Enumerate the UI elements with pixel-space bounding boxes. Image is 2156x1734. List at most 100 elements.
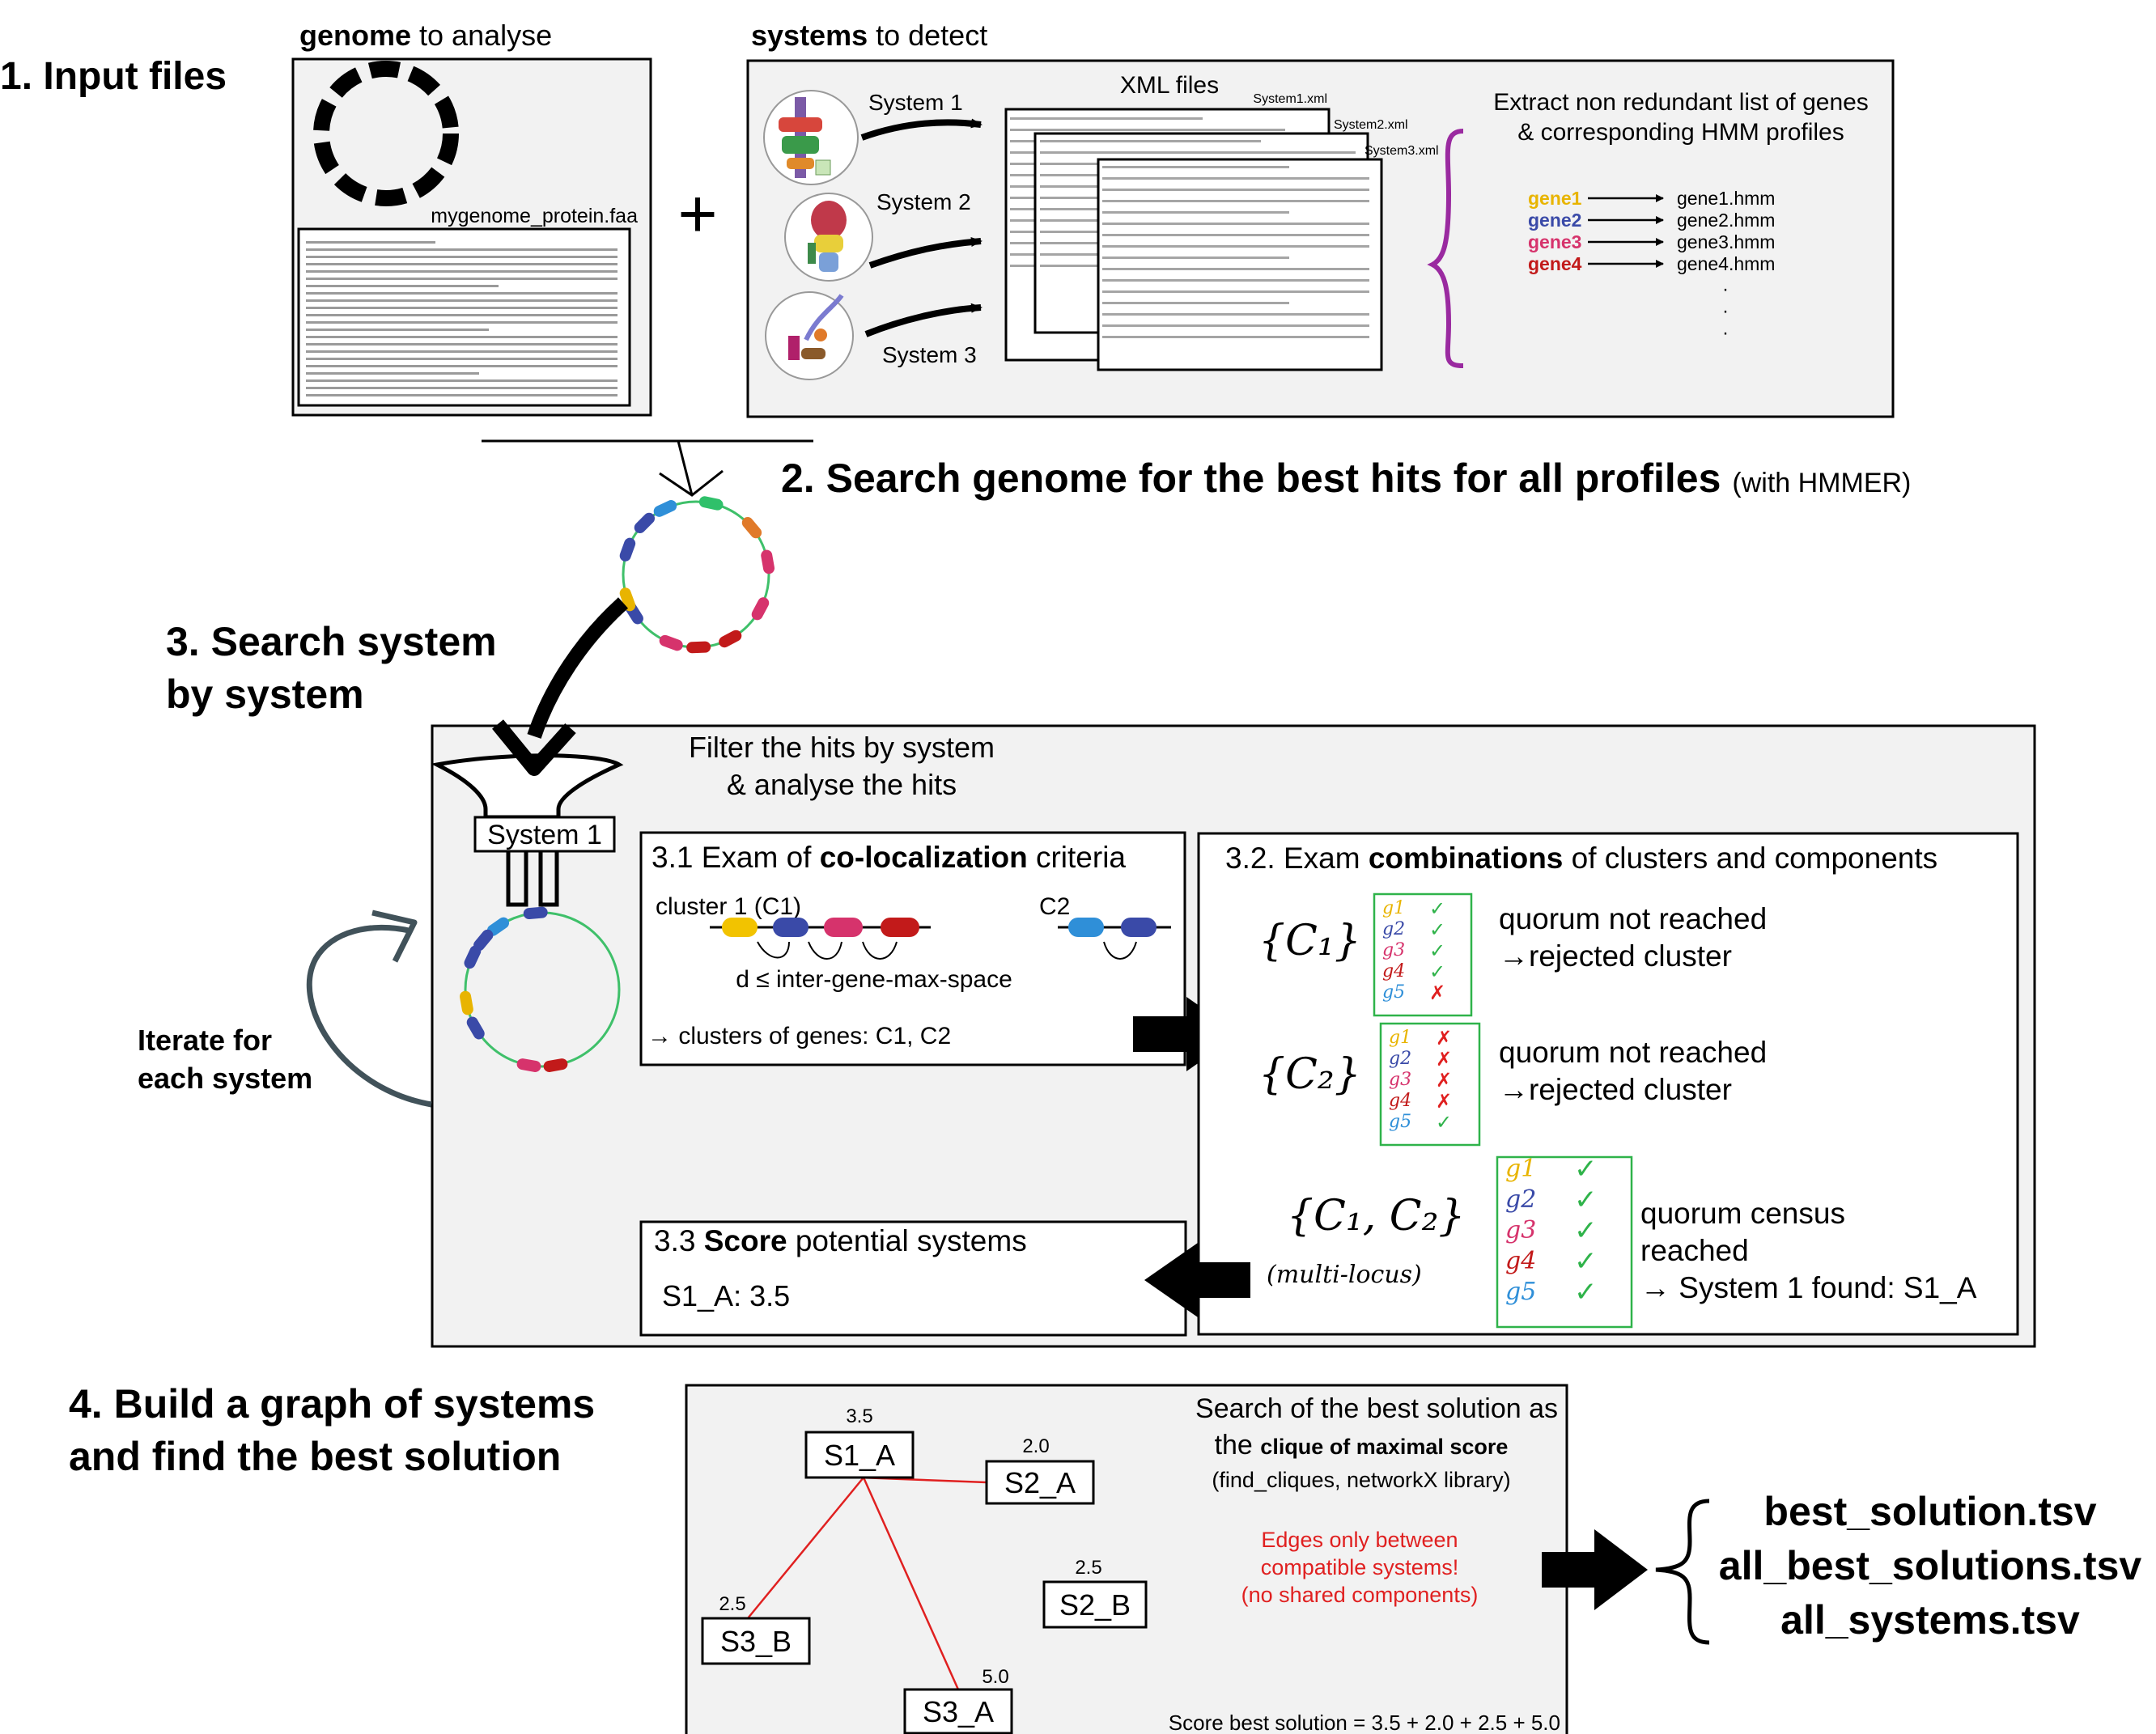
xml-file-system1: System1.xml xyxy=(1253,92,1327,106)
combo-gene-label: g3 xyxy=(1389,1070,1411,1090)
graph-node-label: S3_A xyxy=(923,1695,994,1728)
graph-node-label: S3_B xyxy=(720,1625,792,1658)
combo-check-box-1 xyxy=(1373,892,1473,1017)
combo-result-3: → System 1 found: S1_A xyxy=(1640,1271,1977,1304)
edges-note-line3: (no shared components) xyxy=(1241,1583,1479,1607)
system1-illustration-icon xyxy=(763,90,859,185)
extract-line2: & corresponding HMM profiles xyxy=(1517,119,1844,146)
filtered-genome-icon xyxy=(460,906,621,1072)
continuation-dot: · xyxy=(1722,300,1729,322)
xml-file-system2: System2.xml xyxy=(1334,118,1408,132)
combo-result-3: reached xyxy=(1640,1234,1749,1267)
graph-node-S1_A[interactable] xyxy=(804,1431,915,1479)
gene-hit-marker xyxy=(634,512,656,534)
graph-edge-S1_A-S3_B xyxy=(747,1477,864,1619)
genome-file-name: mygenome_protein.faa xyxy=(431,205,638,227)
gene-hit-marker xyxy=(751,597,770,621)
combo-result-2: →rejected cluster xyxy=(1499,1073,1732,1106)
combo-gene-label: g4 xyxy=(1505,1247,1536,1275)
gene-hit-marker xyxy=(741,517,762,539)
graph-node-S3_B[interactable] xyxy=(701,1617,811,1665)
combo-set-2: {C₂} xyxy=(1258,1050,1361,1099)
colocalization-title: 3.1 Exam of co-localization criteria xyxy=(651,841,1126,874)
systems-graph: S1_A3.5S2_A2.0S2_B2.5S3_B2.5S3_A5.0 xyxy=(701,1405,1148,1734)
cluster2-label: C2 xyxy=(1039,893,1070,920)
fasta-preview xyxy=(297,227,631,407)
hmm-file-1: gene1.hmm xyxy=(1677,188,1775,209)
check-icon: ✓ xyxy=(1574,1184,1598,1216)
gene-hit-marker xyxy=(686,641,711,654)
multi-locus-note: (multi-locus) xyxy=(1267,1261,1422,1289)
combo-gene-label: g3 xyxy=(1505,1216,1536,1244)
score-box xyxy=(639,1220,1187,1337)
step3-title-line2: by system xyxy=(166,672,364,717)
output-brace xyxy=(1655,1499,1710,1645)
graph-node-label: S2_B xyxy=(1059,1588,1131,1622)
graph-node-score: 3.5 xyxy=(846,1405,872,1427)
search-line2: the clique of maximal score xyxy=(1215,1430,1509,1461)
step4-title-line2: and find the best solution xyxy=(69,1434,561,1479)
output-file-2: all_best_solutions.tsv xyxy=(1719,1543,2142,1588)
continuation-dot: · xyxy=(1722,278,1729,300)
gene-hit-marker xyxy=(761,549,775,574)
iterate-line2: each system xyxy=(138,1062,312,1095)
graph-node-S3_A[interactable] xyxy=(903,1688,1013,1734)
clusters-result: → clusters of genes: C1, C2 xyxy=(647,1023,951,1049)
gene-hit-marker xyxy=(698,496,724,511)
check-icon: ✓ xyxy=(1436,1111,1452,1134)
combo-gene-label: g1 xyxy=(1382,898,1405,918)
graph-node-S2_B[interactable] xyxy=(1042,1580,1148,1629)
cross-icon: ✗ xyxy=(1436,1069,1452,1092)
filter-line2: & analyse the hits xyxy=(727,768,957,801)
gene-hit-marker xyxy=(466,1016,485,1040)
cluster-gene-track xyxy=(710,918,1171,960)
combo-gene-label: g4 xyxy=(1389,1091,1411,1111)
step1-title: 1. Input files xyxy=(0,55,227,98)
combo-gene-label: g2 xyxy=(1382,919,1405,939)
combo-result-2: quorum not reached xyxy=(1499,1036,1767,1069)
gene-name-1: gene1 xyxy=(1528,188,1582,209)
combo-result-3: quorum census xyxy=(1640,1197,1845,1230)
combo-result-1: →rejected cluster xyxy=(1499,939,1732,973)
gene-hit-marker xyxy=(619,537,636,562)
step2-title: 2. Search genome for the best hits for a… xyxy=(781,456,1911,501)
gene-hit-marker xyxy=(486,917,510,936)
plus-sign: + xyxy=(677,176,717,252)
iterate-arrow[interactable] xyxy=(306,924,432,1108)
combinations-title: 3.2. Exam combinations of clusters and c… xyxy=(1225,842,1937,875)
funnel-system-label: System 1 xyxy=(487,820,602,850)
cross-icon: ✗ xyxy=(1429,981,1445,1004)
cluster1-label: cluster 1 (C1) xyxy=(656,893,801,920)
check-icon: ✓ xyxy=(1429,897,1445,920)
system2-label: System 2 xyxy=(876,189,971,214)
hmm-file-3: gene3.hmm xyxy=(1677,231,1775,252)
system2-illustration-icon xyxy=(784,193,873,282)
system3-arrow xyxy=(864,303,983,337)
hmm-file-4: gene4.hmm xyxy=(1677,253,1775,274)
step4-title-line1: 4. Build a graph of systems xyxy=(69,1381,595,1427)
check-icon: ✓ xyxy=(1429,960,1445,983)
funnel-spout xyxy=(506,850,559,907)
gene-hit-marker xyxy=(460,990,473,1015)
score-value: S1_A: 3.5 xyxy=(662,1279,790,1312)
combo-set-3: {C₁, C₂} xyxy=(1287,1192,1466,1240)
check-icon: ✓ xyxy=(1574,1276,1598,1308)
hits-to-funnel-arrow xyxy=(527,597,629,739)
extract-line1: Extract non redundant list of genes xyxy=(1493,89,1869,116)
edges-note-line1: Edges only between xyxy=(1261,1528,1458,1552)
funnel-system-box xyxy=(473,816,616,853)
cross-icon: ✗ xyxy=(1436,1090,1452,1113)
gene-hit-marker xyxy=(473,929,494,952)
fasta-preview-lines xyxy=(306,241,618,396)
step3-title-line1: 3. Search system xyxy=(166,619,497,664)
output-file-1: best_solution.tsv xyxy=(1763,1489,2096,1534)
combo-check-box-2 xyxy=(1379,1022,1481,1147)
graph-node-label: S2_A xyxy=(1004,1466,1076,1499)
gene-hit-marker xyxy=(543,1058,568,1072)
purple-brace xyxy=(1427,129,1464,368)
merge-down-arrow xyxy=(659,440,724,497)
check-icon: ✓ xyxy=(1574,1215,1598,1247)
graph-node-S2_A[interactable] xyxy=(985,1460,1095,1505)
combinations-list: {C₁}g1✓g2✓g3✓g4✓g5✗quorum not reached→re… xyxy=(1258,892,1977,1329)
